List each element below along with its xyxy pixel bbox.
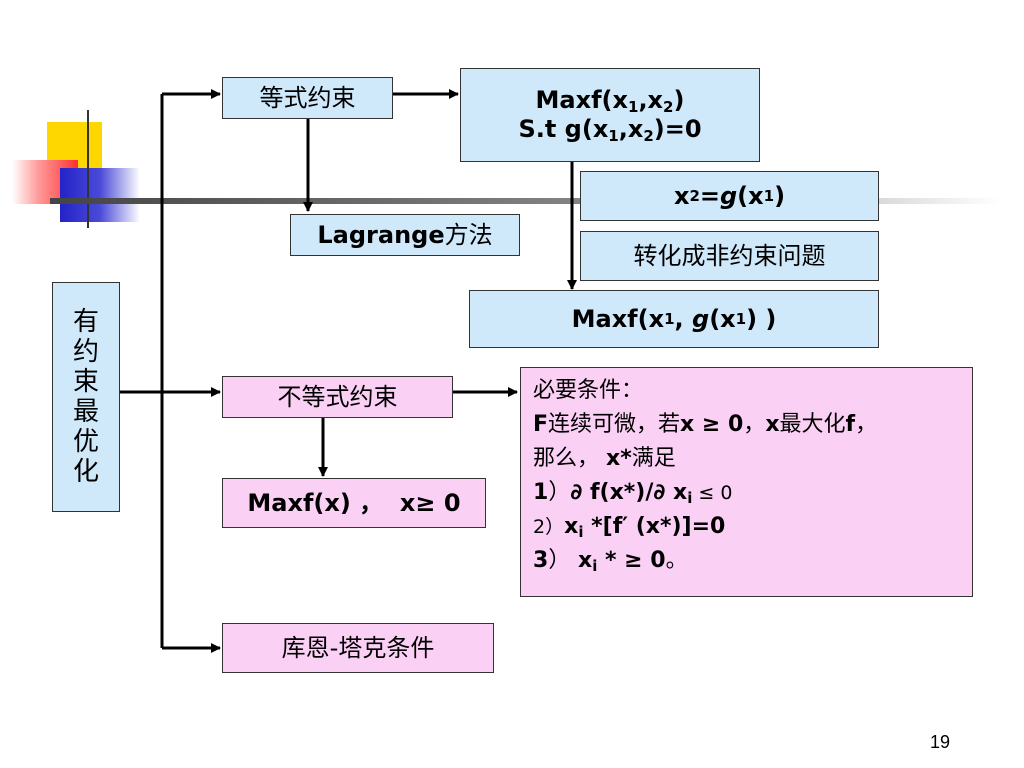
l1-h: ， [855,412,878,437]
sub-arg-close: ) [774,181,786,210]
c2-num: 2 [533,516,546,538]
l2-c: 满足 [631,446,676,471]
condition-1: 1）∂ f(x*)/∂ xi ≤ 0 [533,476,732,510]
root-constrained-optimization-box: 有 约 束 最 优 化 [52,282,120,512]
page-number: 19 [930,732,951,752]
unc-comma: , [674,304,692,333]
l2-b: x* [606,446,632,471]
c1-end: ≤ 0 [692,482,733,504]
sub-arg-open: (x [737,181,764,210]
lagrange-zh: 方法 [444,220,493,249]
unc-arg-open: (x [709,304,736,333]
c1-body: ∂ f(x*)/∂ x [570,480,688,505]
necessary-conditions-box: 必要条件： F连续可微，若x ≥ 0，x最大化f， 那么， x*满足 1）∂ f… [520,367,973,597]
inequality-constraint-box: 不等式约束 [222,376,453,418]
root-char-5: 化 [72,457,99,487]
unc-prefix: Maxf(x [571,304,665,333]
c2-sub: i [578,523,584,541]
inequality-constraint-label: 不等式约束 [277,382,398,411]
c3-body: * ≥ 0 [597,548,666,573]
sub-lhs: x [673,181,690,210]
l1-b: 连续可微，若 [548,412,681,437]
transform-box: 转化成非约束问题 [580,231,879,281]
condition-3: 3） xi * ≥ 0。 [533,544,688,578]
obj-sub2: 2 [663,98,674,117]
c3-num: 3 [533,548,549,573]
c1-paren: ） [548,480,571,505]
l1-g: f [845,412,856,437]
conditions-title: 必要条件： [533,374,643,408]
sub-eq: = [699,181,720,210]
l1-a: F [533,412,549,437]
kkt-label: 库恩-塔克条件 [281,633,435,662]
con-mid: ,x [618,115,644,143]
c3-paren: ） [548,548,571,573]
decor-vertical-line [87,110,89,228]
obj-prefix: Maxf(x [535,86,628,115]
equality-constraint-label: 等式约束 [259,83,356,112]
c3-x: x [570,548,593,573]
obj-mid: ,x [638,86,664,115]
con-prefix: S.t g(x [518,115,609,143]
conditions-title-text: 必要条件： [533,378,644,403]
decor-horizontal-line [50,198,1000,204]
kkt-conditions-box: 库恩-塔克条件 [222,623,494,673]
unc-suffix: ) ) [746,304,777,333]
l1-c: x ≥ 0 [680,412,744,437]
condition-2: 2）xi *[f′ (x*)]=0 [533,510,725,544]
lagrange-en: Lagrange [317,220,445,249]
root-char-3: 最 [72,397,99,427]
c2-x: x [564,514,579,539]
l1-e: x [765,412,780,437]
l2-a: 那么， [533,446,606,471]
c3-sub: i [592,557,598,575]
equality-constraint-box: 等式约束 [222,77,393,119]
c2-body: *[f′ (x*)]=0 [583,514,726,539]
con-sub2: 2 [643,127,654,145]
conditions-line1: F连续可微，若x ≥ 0，x最大化f， [533,408,877,442]
problem-objective: Maxf(x1,x2) [536,86,685,115]
unc-fn: g [692,304,710,333]
sub-fn: g [719,181,738,210]
c1-sub: i [687,489,693,507]
conditions-line2: 那么， x*满足 [533,442,676,476]
inequality-problem-text: Maxf(x) ， x≥ 0 [247,488,461,517]
con-suffix: )=0 [653,115,702,143]
equality-problem-box: Maxf(x1,x2) S.t g(x1,x2)=0 [460,68,760,162]
l1-d: ， [743,412,766,437]
obj-suffix: ) [673,86,685,115]
inequality-problem-box: Maxf(x) ， x≥ 0 [222,478,486,528]
obj-sub1: 1 [628,98,639,117]
con-sub1: 1 [608,127,619,145]
decor-blue-square [60,168,140,222]
root-char-4: 优 [72,427,99,457]
l1-f: 最大化 [779,412,846,437]
c3-end: 。 [665,548,688,573]
root-char-1: 约 [72,337,99,367]
transform-label: 转化成非约束问题 [633,241,826,270]
root-char-0: 有 [72,307,99,337]
problem-constraint: S.t g(x1,x2)=0 [518,115,701,144]
root-char-2: 束 [72,367,99,397]
c1-num: 1 [533,480,549,505]
c2-paren: ） [545,516,565,538]
